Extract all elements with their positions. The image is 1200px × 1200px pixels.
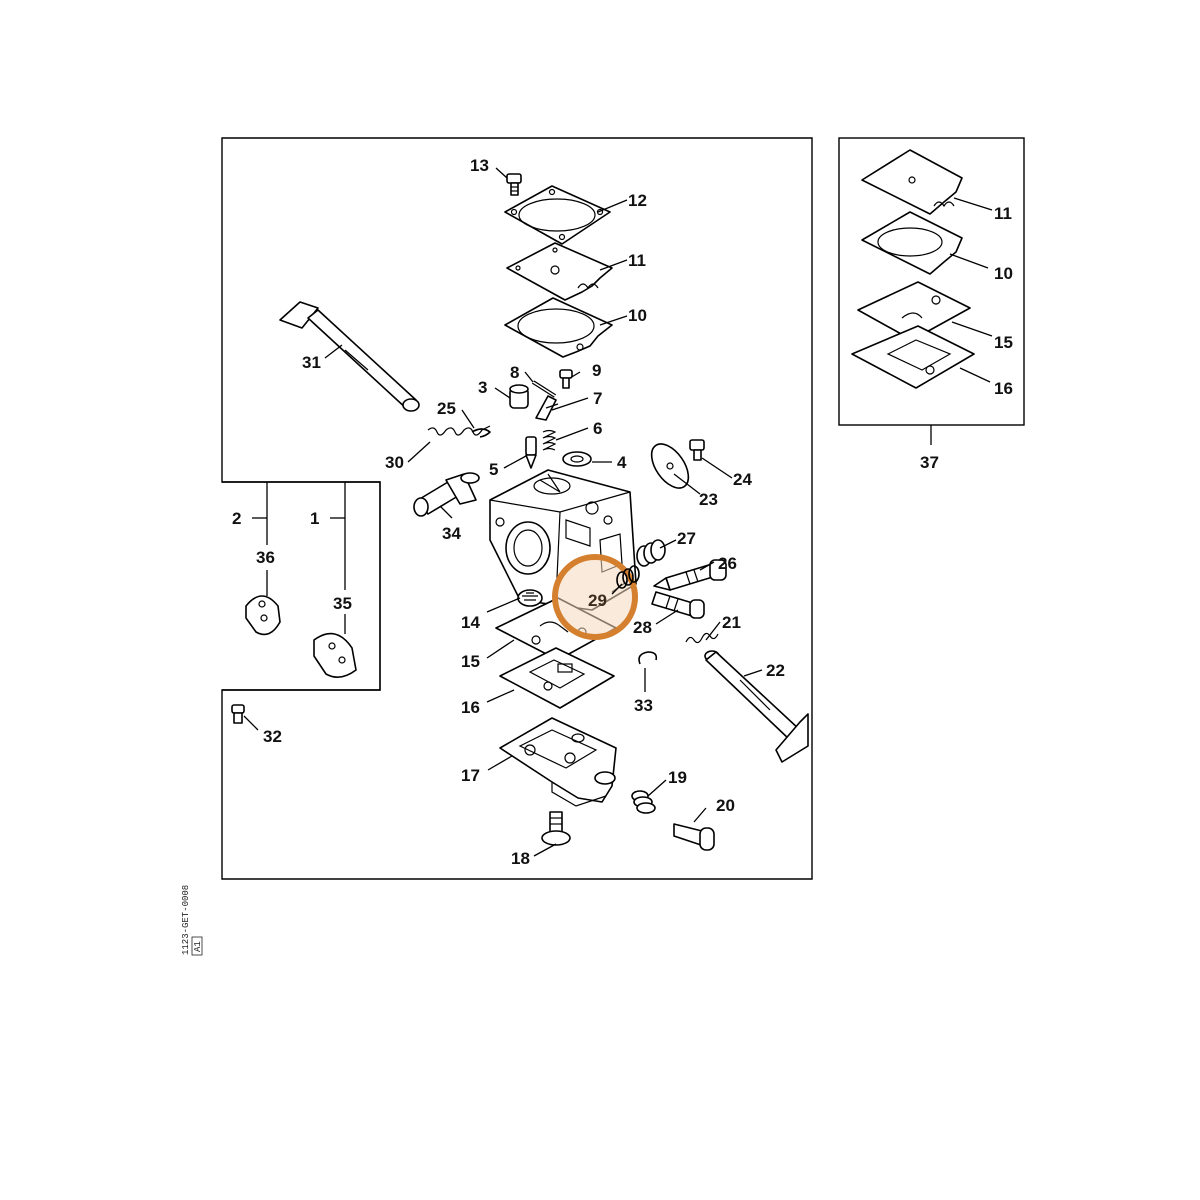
label-11: 11	[628, 251, 646, 270]
label-7: 7	[593, 389, 602, 408]
label-8: 8	[510, 363, 519, 382]
label-10: 10	[628, 306, 647, 325]
label-35: 35	[333, 594, 352, 613]
part-21-spring[interactable]	[685, 632, 719, 644]
kit-part-10-gasket[interactable]	[861, 211, 963, 275]
label-27: 27	[677, 529, 696, 548]
part-25-clip[interactable]	[471, 428, 491, 438]
label-31: 31	[302, 353, 321, 372]
label-4: 4	[617, 453, 627, 472]
part-16-gasket[interactable]	[499, 647, 615, 709]
part-13-screw[interactable]	[506, 173, 522, 196]
label-25: 25	[437, 399, 456, 418]
part-labels: 13 12 11 10 31 8 9 3 7 25 6 30 5 4 24 23…	[232, 156, 1013, 868]
label-9: 9	[592, 361, 601, 380]
label-30: 30	[385, 453, 404, 472]
label-2: 2	[232, 509, 241, 528]
part-26-needle[interactable]	[653, 559, 727, 591]
part-23-disc[interactable]	[644, 437, 696, 494]
part-17-cover[interactable]	[499, 717, 617, 807]
label-34: 34	[442, 524, 461, 543]
part-32-screw[interactable]	[231, 704, 245, 724]
label-22: 22	[766, 661, 785, 680]
part-31-throttle-shaft[interactable]	[279, 301, 420, 412]
label-19: 19	[668, 768, 687, 787]
part-33-clip[interactable]	[638, 651, 658, 665]
kit-label-10: 10	[994, 264, 1013, 283]
part-10-gasket[interactable]	[504, 297, 613, 358]
part-18-screw[interactable]	[541, 811, 571, 846]
part-34-elbow[interactable]	[413, 472, 480, 517]
kit-label-15: 15	[994, 333, 1013, 352]
part-28-needle[interactable]	[651, 591, 705, 619]
part-4-washer[interactable]	[562, 451, 592, 467]
kit-label-16: 16	[994, 379, 1013, 398]
label-1: 1	[310, 509, 319, 528]
kit-label-37: 37	[920, 453, 939, 472]
part-9-screw[interactable]	[559, 369, 573, 389]
label-18: 18	[511, 849, 530, 868]
label-15: 15	[461, 652, 480, 671]
drawing-code: 1123-GET-0008 A1	[181, 885, 203, 956]
label-16: 16	[461, 698, 480, 717]
part-35-plate[interactable]	[313, 632, 357, 678]
part-3-cap[interactable]	[509, 384, 529, 409]
part-7-lever[interactable]	[535, 395, 559, 421]
part-14-screen[interactable]	[517, 589, 543, 607]
part-27-spring[interactable]	[636, 539, 666, 567]
label-24: 24	[733, 470, 752, 489]
label-32: 32	[263, 727, 282, 746]
label-33: 33	[634, 696, 653, 715]
part-30-spring[interactable]	[427, 425, 491, 436]
kit-part-15-diaphragm[interactable]	[857, 281, 971, 341]
part-24-screw[interactable]	[689, 439, 705, 461]
part-22-choke-shaft[interactable]	[704, 650, 809, 763]
part-19-spring[interactable]	[631, 790, 656, 814]
label-3: 3	[478, 378, 487, 397]
svg-text:A1: A1	[193, 941, 203, 952]
svg-text:1123-GET-0008: 1123-GET-0008	[181, 885, 191, 955]
label-6: 6	[593, 419, 602, 438]
part-12-cover[interactable]	[504, 185, 611, 245]
part-36-plate[interactable]	[245, 595, 281, 636]
kit-label-11: 11	[994, 204, 1012, 223]
sub-frame-1-2	[222, 481, 381, 691]
label-13: 13	[470, 156, 489, 175]
label-21: 21	[722, 613, 741, 632]
label-14: 14	[461, 613, 480, 632]
kit-part-16-gasket[interactable]	[851, 325, 975, 389]
label-20: 20	[716, 796, 735, 815]
label-12: 12	[628, 191, 647, 210]
kit-part-11-diaphragm[interactable]	[861, 149, 963, 215]
label-26: 26	[718, 554, 737, 573]
label-23: 23	[699, 490, 718, 509]
part-11-diaphragm[interactable]	[506, 242, 613, 301]
leader-lines	[243, 167, 993, 857]
part-20-needle[interactable]	[673, 823, 715, 851]
part-6-spring[interactable]	[542, 429, 557, 451]
label-36: 36	[256, 548, 275, 567]
highlight-ring-part-29	[552, 554, 638, 640]
label-17: 17	[461, 766, 480, 785]
label-5: 5	[489, 460, 498, 479]
part-29-spring[interactable]	[611, 565, 640, 595]
part-5-inlet-needle[interactable]	[525, 436, 537, 469]
label-29: 29	[588, 591, 607, 610]
label-28: 28	[633, 618, 652, 637]
